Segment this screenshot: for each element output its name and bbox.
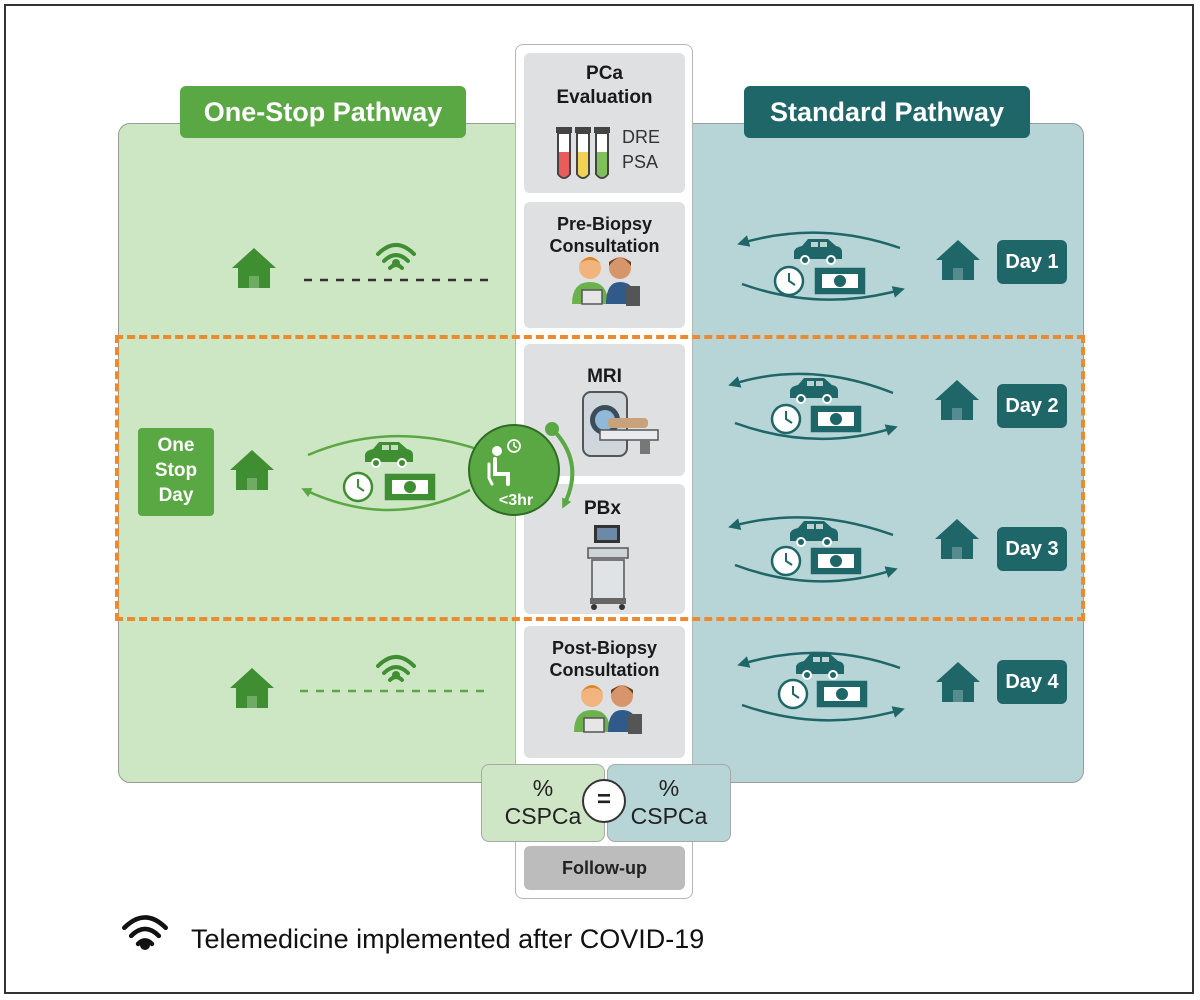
- waiting-person-icon: [487, 439, 521, 486]
- mri-to-pbx-arrow: [554, 431, 575, 509]
- mri-scanner-icon: [582, 391, 659, 457]
- pca-evaluation-title-1: PCa: [586, 63, 623, 84]
- one-stop-day-line-2: Stop: [154, 460, 198, 481]
- standard-cspca: % CSPCa: [607, 764, 731, 842]
- one-stop-car-icon: [365, 442, 413, 468]
- duration-label: <3hr: [498, 492, 534, 509]
- pre-biopsy-title-1: Pre-Biopsy: [556, 214, 653, 234]
- one-stop-title: One-Stop Pathway: [180, 86, 466, 138]
- one-stop-top-home-icon: [232, 248, 276, 288]
- pca-tests: DRE PSA: [622, 125, 660, 175]
- post-biopsy-people-icon: [573, 684, 643, 735]
- one-stop-day-highlight: [115, 335, 1085, 621]
- test-tubes-icon: [556, 127, 610, 179]
- post-biopsy-title-2: Consultation: [549, 660, 660, 680]
- one-stop-cspca-percent: %: [532, 775, 554, 801]
- figure-frame: [4, 4, 1194, 994]
- standard-cspca-percent: %: [658, 775, 680, 801]
- standard-cspca-label: CSPCa: [630, 803, 708, 829]
- pre-biopsy-title-2: Consultation: [549, 236, 660, 256]
- test-psa: PSA: [622, 152, 659, 172]
- pbx-title: PBx: [584, 498, 621, 519]
- one-stop-cspca: % CSPCa: [481, 764, 605, 842]
- one-stop-day-line-3: Day: [158, 485, 194, 506]
- pre-biopsy-people-icon: [571, 256, 641, 307]
- legend-text: Telemedicine implemented after COVID-19: [191, 924, 705, 954]
- mri-start-dot: [545, 422, 559, 436]
- ultrasound-machine-icon: [587, 525, 629, 610]
- post-biopsy-box: Post-Biopsy Consultation: [524, 626, 685, 758]
- pre-biopsy-box: Pre-Biopsy Consultation: [524, 202, 685, 328]
- standard-row-day-2: [728, 372, 979, 441]
- standard-row-day-1: [737, 231, 980, 301]
- one-stop-money-icon: [384, 473, 436, 501]
- day-4-badge: Day 4: [997, 660, 1067, 704]
- one-stop-home-icon: [230, 450, 274, 490]
- legend-wifi-icon: [124, 917, 165, 943]
- one-stop-day-label: One Stop Day: [138, 428, 214, 516]
- equals-sign: =: [582, 779, 626, 823]
- pca-evaluation-title-2: Evaluation: [556, 87, 653, 108]
- one-stop-cspca-label: CSPCa: [504, 803, 582, 829]
- post-biopsy-title-1: Post-Biopsy: [551, 638, 657, 658]
- one-stop-day-line-1: One: [157, 435, 195, 456]
- day-3-badge: Day 3: [997, 527, 1067, 571]
- arrow-to-home: [301, 488, 471, 512]
- standard-row-day-3: [728, 516, 979, 583]
- day-2-badge: Day 2: [997, 384, 1067, 428]
- day-1-badge: Day 1: [997, 240, 1067, 284]
- standard-title: Standard Pathway: [744, 86, 1030, 138]
- timer-circle: [468, 424, 560, 516]
- mri-title: MRI: [587, 366, 622, 387]
- follow-up-box: Follow-up: [524, 846, 685, 890]
- standard-row-day-4: [737, 651, 980, 722]
- arrow-to-clinic: [307, 434, 484, 457]
- one-stop-bottom-home-icon: [230, 668, 274, 708]
- test-dre: DRE: [622, 127, 661, 147]
- one-stop-clock-icon: [342, 471, 374, 503]
